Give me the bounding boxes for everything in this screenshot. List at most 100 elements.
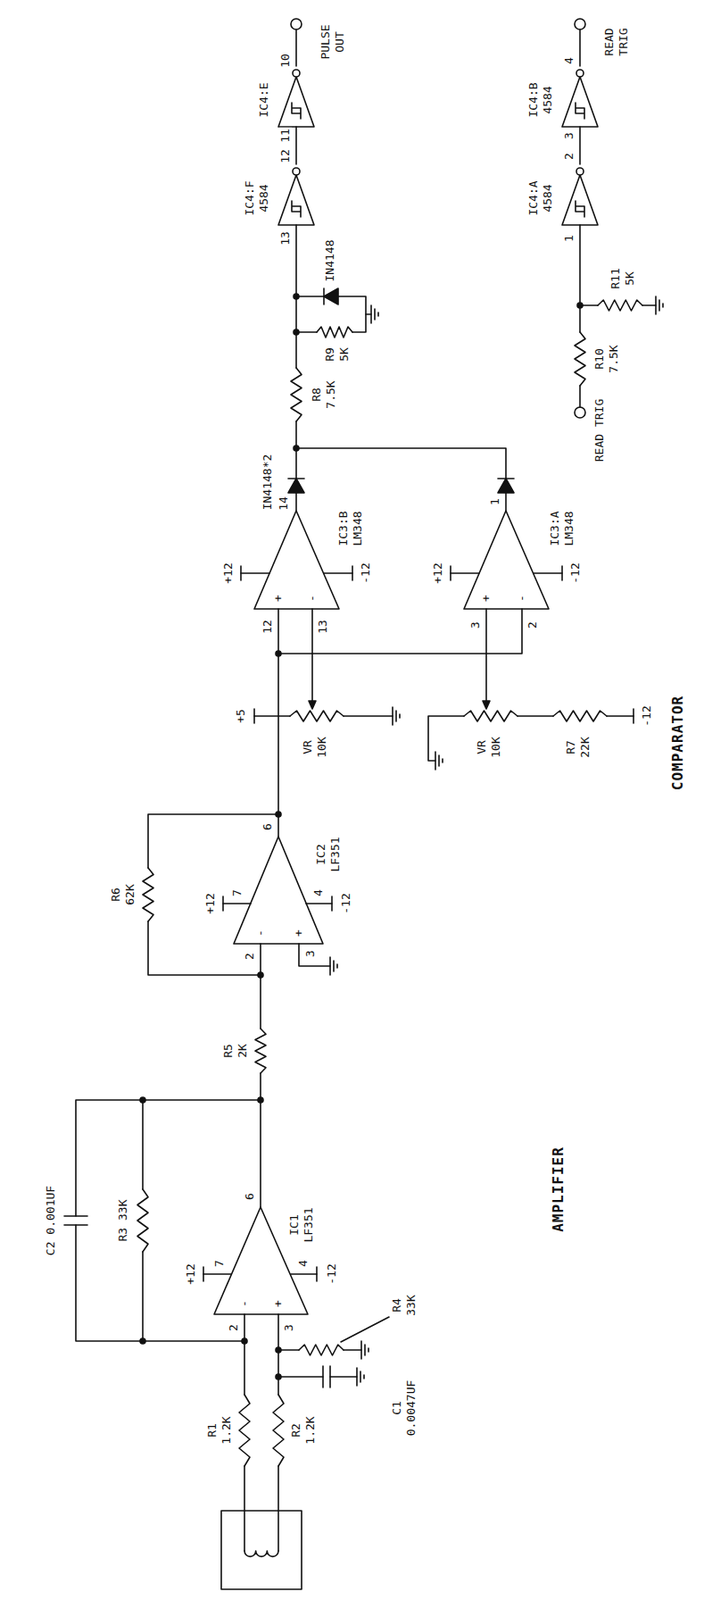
wire	[295, 29, 298, 67]
schmitt-inverter	[562, 76, 598, 127]
supply-rail	[222, 895, 224, 911]
component-label: 4584	[541, 182, 555, 213]
component-label: PULSE	[319, 23, 332, 60]
inverter-bubble	[576, 69, 584, 77]
component-label: -12	[569, 561, 582, 584]
component-label: IN4148	[323, 239, 337, 283]
opamp-symbol	[233, 836, 324, 944]
resistor-symbol	[273, 1393, 284, 1466]
wire	[343, 1348, 362, 1351]
component-label: R6	[109, 886, 123, 903]
wiper-arrow	[308, 700, 316, 709]
wire	[343, 714, 393, 717]
wire	[75, 1224, 245, 1341]
component-label: IC3:B	[337, 509, 350, 547]
wire	[579, 304, 598, 307]
component-label: IC4:E	[257, 81, 271, 118]
wire	[365, 313, 372, 315]
component-label: 1.2K	[304, 1414, 317, 1444]
supply-rail	[202, 1266, 205, 1281]
wire	[311, 608, 314, 701]
component-label: 1	[563, 233, 576, 243]
junction-dot	[140, 1096, 146, 1102]
component-label: 13	[316, 618, 330, 635]
resistor-symbol	[290, 367, 302, 422]
component-label: 10K	[315, 735, 329, 758]
supply-rail	[315, 1266, 318, 1281]
component-label: 14	[277, 495, 290, 512]
leader-line	[340, 1316, 390, 1342]
component-label: -12	[339, 891, 353, 914]
schmitt-inverter	[278, 174, 315, 225]
component-label: +	[272, 593, 285, 603]
component-label: READ	[603, 26, 616, 57]
component-label: -12	[640, 704, 654, 727]
component-label: 4584	[541, 84, 555, 115]
wire	[203, 1272, 232, 1275]
component-label: 5K	[623, 270, 637, 287]
wire	[606, 714, 634, 717]
terminal-circle	[574, 406, 586, 418]
wire	[243, 1465, 246, 1550]
ground-symbol	[330, 956, 338, 975]
wire	[254, 714, 290, 717]
component-label: VR	[301, 738, 315, 755]
component-label: IC1	[288, 1212, 301, 1235]
wire	[642, 304, 656, 307]
component-label: LF351	[302, 1205, 315, 1243]
wire	[505, 492, 507, 511]
component-label: +12	[222, 561, 235, 584]
wire	[290, 1272, 317, 1275]
schmitt-inverter	[562, 174, 598, 225]
component-label: 4584	[257, 182, 271, 213]
component-label: R8	[310, 386, 324, 403]
component-label: LM348	[351, 509, 365, 547]
component-label: IC4:F	[243, 179, 257, 216]
resistor-symbol	[553, 710, 607, 721]
capacitor-symbol	[323, 1365, 331, 1387]
component-label: 7.5K	[324, 379, 338, 409]
wire-group	[64, 18, 663, 1589]
wire	[223, 902, 251, 904]
wire	[533, 571, 563, 574]
component-label: 7	[231, 887, 244, 897]
component-label: 7.5K	[607, 343, 621, 373]
component-label: R4	[390, 1296, 404, 1313]
terminal-circle	[290, 18, 302, 30]
section-title: COMPARATOR	[671, 694, 685, 791]
wire	[579, 224, 581, 332]
component-label: 2	[243, 951, 257, 961]
component-label: 13	[279, 230, 292, 247]
hysteresis-mark	[291, 200, 301, 217]
wire	[277, 608, 280, 837]
diode-symbol	[288, 478, 305, 493]
ground-symbol	[435, 751, 443, 770]
component-label: C1	[390, 1399, 404, 1416]
component-label: +12	[204, 891, 217, 914]
supply-rail	[253, 708, 256, 723]
component-label: 22K	[579, 735, 592, 758]
wire	[277, 1465, 280, 1550]
component-label: R1	[206, 1421, 219, 1438]
wire	[240, 571, 270, 574]
wire	[295, 126, 298, 165]
component-label: 6	[261, 821, 274, 831]
coil-housing	[221, 1509, 302, 1589]
ground-symbol	[371, 305, 379, 324]
opamp-symbol	[254, 510, 340, 609]
component-label: -	[238, 1298, 251, 1308]
diode-bar	[323, 288, 325, 305]
hysteresis-mark	[575, 200, 585, 217]
component-label: 62K	[124, 882, 137, 905]
component-label: -12	[359, 561, 373, 584]
component-label: 11	[279, 127, 292, 144]
supply-rail	[449, 565, 452, 580]
wire	[141, 1250, 144, 1341]
wire	[330, 1374, 357, 1377]
junction-dot	[241, 1337, 248, 1343]
component-label: 12	[261, 618, 274, 635]
wire	[579, 29, 581, 67]
component-label: 0.0047UF	[405, 1378, 418, 1437]
wire	[259, 943, 262, 1028]
